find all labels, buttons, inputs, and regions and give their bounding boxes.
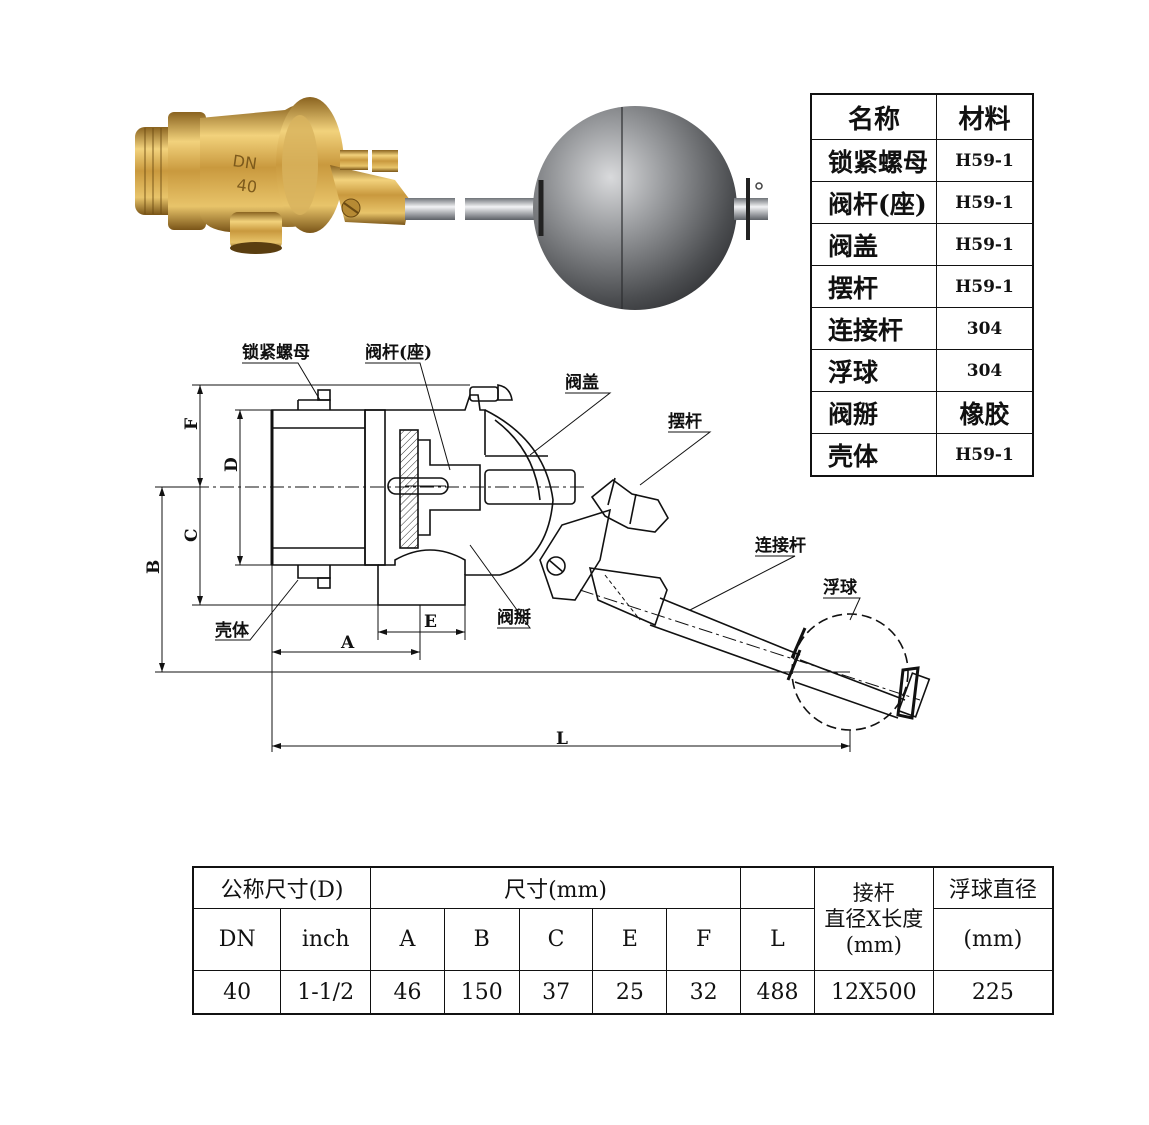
part-name: 阀杆(座) bbox=[810, 181, 937, 224]
dim-letter-b: B bbox=[144, 560, 164, 574]
value-a: 46 bbox=[370, 970, 445, 1015]
label-housing: 壳体 bbox=[214, 620, 250, 641]
value-b: 150 bbox=[443, 970, 520, 1015]
part-material: 橡胶 bbox=[936, 391, 1034, 434]
col-f: F bbox=[666, 908, 742, 971]
spec-header-row-1: 公称尺寸(D) 尺寸(mm) 接杆 直径X长度 (mm) 浮球直径 bbox=[192, 866, 1054, 971]
part-name: 连接杆 bbox=[810, 307, 937, 350]
dim-letter-d: D bbox=[222, 457, 242, 472]
label-valve-cover: 阀盖 bbox=[565, 372, 599, 393]
value-ball: 225 bbox=[932, 970, 1054, 1015]
part-name: 摆杆 bbox=[810, 265, 937, 308]
table-row: 壳体 H59-1 bbox=[810, 433, 1034, 477]
table-row: 连接杆 304 bbox=[810, 307, 1034, 350]
table-row: 浮球 304 bbox=[810, 349, 1034, 392]
col-b: B bbox=[443, 908, 520, 971]
value-dn: 40 bbox=[192, 970, 282, 1015]
spec-table: 公称尺寸(D) 尺寸(mm) 接杆 直径X长度 (mm) 浮球直径 DN inc… bbox=[192, 866, 1054, 1015]
value-f: 32 bbox=[666, 970, 742, 1015]
table-row: 阀掰 橡胶 bbox=[810, 391, 1034, 434]
part-name: 阀盖 bbox=[810, 223, 937, 266]
group-size-mm: 尺寸(mm) bbox=[370, 866, 742, 909]
group-rod-line1: 接杆 bbox=[852, 881, 895, 905]
part-material: H59-1 bbox=[936, 181, 1034, 224]
value-l: 488 bbox=[740, 970, 815, 1015]
group-rod-line3: (mm) bbox=[845, 933, 902, 957]
label-lock-nut: 锁紧螺母 bbox=[242, 342, 310, 363]
col-a: A bbox=[370, 908, 445, 971]
col-e: E bbox=[592, 908, 668, 971]
material-table: 名称 材料 锁紧螺母 H59-1 阀杆(座) H59-1 阀盖 H59-1 摆杆… bbox=[810, 93, 1034, 477]
table-row: 阀杆(座) H59-1 bbox=[810, 181, 1034, 224]
group-nominal-size: 公称尺寸(D) bbox=[192, 866, 372, 909]
table-row: 40 1-1/2 46 150 37 25 32 488 12X500 225 bbox=[192, 970, 1054, 1015]
table-row: 锁紧螺母 H59-1 bbox=[810, 139, 1034, 182]
label-swing-rod: 摆杆 bbox=[668, 411, 702, 432]
spec-header-row-2: DN inch A B C E F L (mm) bbox=[192, 908, 1054, 971]
group-ball-diameter: 浮球直径 bbox=[932, 866, 1054, 909]
group-rod: 接杆 直径X长度 (mm) bbox=[813, 866, 934, 971]
part-name: 锁紧螺母 bbox=[810, 139, 937, 182]
value-rod: 12X500 bbox=[813, 970, 934, 1015]
col-inch: inch bbox=[280, 908, 372, 971]
value-c: 37 bbox=[518, 970, 594, 1015]
dim-letter-e: E bbox=[424, 612, 437, 632]
dim-letter-f: F bbox=[182, 418, 202, 430]
value-inch: 1-1/2 bbox=[280, 970, 372, 1015]
header-material: 材料 bbox=[936, 93, 1034, 140]
header-name: 名称 bbox=[810, 93, 937, 140]
label-valve-flap: 阀掰 bbox=[497, 607, 531, 628]
col-ball-unit: (mm) bbox=[932, 908, 1054, 971]
dim-letter-a: A bbox=[340, 633, 355, 653]
material-table-header: 名称 材料 bbox=[810, 93, 1034, 140]
col-dn: DN bbox=[192, 908, 282, 971]
table-row: 摆杆 H59-1 bbox=[810, 265, 1034, 308]
label-float-ball: 浮球 bbox=[823, 577, 858, 598]
part-material: H59-1 bbox=[936, 265, 1034, 308]
group-empty-cell bbox=[740, 866, 815, 909]
photo-body-text-size: 40 bbox=[235, 175, 258, 197]
table-row: 阀盖 H59-1 bbox=[810, 223, 1034, 266]
value-e: 25 bbox=[592, 970, 668, 1015]
part-material: H59-1 bbox=[936, 139, 1034, 182]
part-name: 浮球 bbox=[810, 349, 937, 392]
part-material: 304 bbox=[936, 349, 1034, 392]
label-connecting-rod: 连接杆 bbox=[755, 535, 806, 556]
photo-body-text-dn: DN bbox=[231, 151, 258, 173]
part-name: 阀掰 bbox=[810, 391, 937, 434]
part-name: 壳体 bbox=[810, 433, 937, 477]
group-rod-line2: 直径X长度 bbox=[824, 907, 924, 931]
col-c: C bbox=[518, 908, 594, 971]
dim-letter-l: L bbox=[556, 729, 568, 749]
product-photo: DN 40 bbox=[135, 97, 768, 310]
dim-letter-c: C bbox=[182, 528, 202, 542]
part-material: 304 bbox=[936, 307, 1034, 350]
label-valve-stem: 阀杆(座) bbox=[365, 342, 432, 363]
col-l: L bbox=[740, 908, 815, 971]
technical-drawing bbox=[155, 362, 931, 752]
part-material: H59-1 bbox=[936, 223, 1034, 266]
part-material: H59-1 bbox=[936, 433, 1034, 477]
